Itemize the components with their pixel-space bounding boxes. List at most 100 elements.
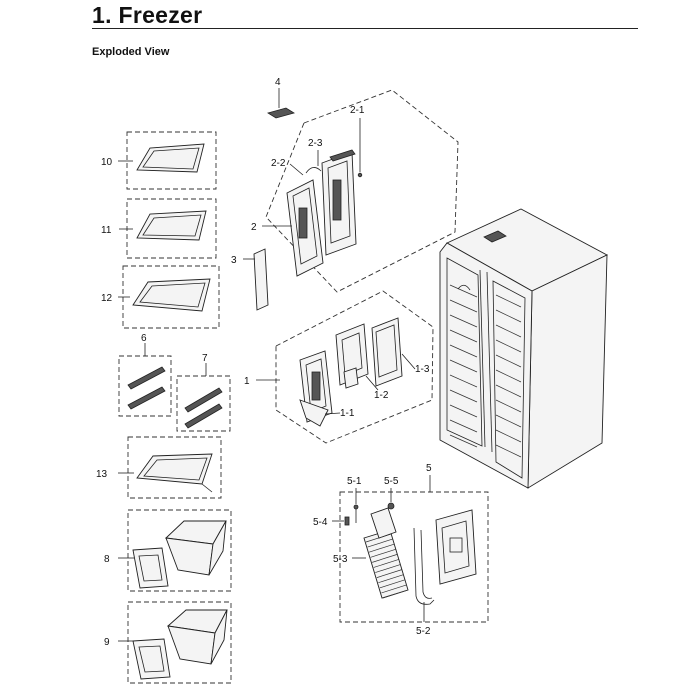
cabinet-shelf-rail (495, 414, 522, 428)
cabinet-shelf-rail (495, 354, 522, 368)
callout-4: 4 (275, 77, 281, 88)
callout-6: 6 (141, 333, 147, 344)
evaporator-fin (379, 579, 406, 589)
bin-9-front (132, 638, 171, 680)
part-5-2-tube (413, 527, 435, 605)
callout-5-2: 5-2 (416, 626, 431, 637)
part-2-box (265, 89, 459, 293)
rail-6-upper (127, 366, 166, 390)
callout-13: 13 (96, 469, 108, 480)
bin-9-body (167, 625, 216, 665)
cabinet-front (439, 242, 533, 489)
callout-1: 1 (244, 376, 250, 387)
cabinet-shelf-rail (449, 329, 478, 343)
callout-1-1: 1-1 (340, 408, 355, 419)
diagram-subtitle: Exploded View (92, 46, 170, 58)
callout-10: 10 (101, 157, 113, 168)
cabinet-shelf-rail (449, 374, 478, 388)
cabinet-shelf-rail (495, 429, 522, 443)
evaporator-fin (368, 543, 395, 553)
callout-12: 12 (101, 293, 113, 304)
cabinet-shelf-rail (495, 339, 522, 353)
evaporator-fin (372, 554, 398, 563)
cabinet-shelf-rail (495, 444, 522, 458)
title-rule (92, 28, 638, 29)
page-title: 1. Freezer (92, 2, 203, 28)
shelf-10-box (126, 131, 217, 190)
rails-7-box (176, 375, 231, 432)
callout-2-1: 2-1 (350, 105, 365, 116)
rail-7-lower (184, 403, 223, 429)
shelf-10-group: 10 (101, 131, 217, 190)
callout-11: 11 (101, 225, 112, 236)
callout-1-2: 1-2 (374, 390, 389, 401)
callout-3: 3 (231, 255, 237, 266)
cabinet-shelf-rail (449, 344, 478, 358)
bin-8-body (165, 537, 214, 576)
rails-6-group: 6 (118, 333, 172, 417)
shelf-13-group: 13 (96, 436, 222, 499)
callout-5: 5 (426, 463, 432, 474)
bin-9-box (127, 601, 232, 684)
part-5-group: 5 5-2 5-1 5-5 5-4 5-3 (313, 463, 489, 637)
callout-5-5: 5-5 (384, 476, 399, 487)
callout-9: 9 (104, 637, 110, 648)
callout-8: 8 (104, 554, 110, 565)
cabinet-shelf-rail (495, 324, 522, 338)
part-3-strip (253, 248, 269, 311)
callout-5-1: 5-1 (347, 476, 362, 487)
evaporator-fin (382, 589, 409, 599)
evaporator-fin (367, 538, 393, 548)
part-1-3-panel (371, 317, 403, 387)
cabinet-shelf-rail (449, 299, 478, 313)
cabinet-side (527, 254, 608, 489)
callout-2-3: 2-3 (308, 138, 323, 149)
callout-7: 7 (202, 353, 208, 364)
callout-5-3: 5-3 (333, 554, 348, 565)
shelf-11-box (126, 198, 217, 259)
part-1-group: 1 1-3 1-2 1-1 (244, 290, 434, 444)
cabinet-shelf-rail (449, 359, 478, 373)
part-5-5-sensor (387, 502, 395, 510)
part-4-bracket (267, 107, 295, 119)
cabinet-shelf-rail (495, 294, 522, 308)
evaporator-fin (375, 564, 401, 573)
bin-9-group: 9 (104, 601, 232, 684)
part-5-cover (435, 509, 477, 585)
cabinet-shelf-rail (449, 284, 478, 298)
cabinet-shelf-rail (495, 309, 522, 323)
evaporator-fin (381, 584, 407, 594)
part-4-group: 4 (267, 77, 295, 119)
refrigerator-cabinet (439, 208, 608, 489)
rails-7-group: 7 (176, 353, 231, 432)
cabinet-shelf-rail (495, 399, 522, 413)
bin-8-group: 8 (104, 509, 232, 592)
part-5-box (339, 491, 489, 623)
shelf-12-group: 12 (101, 265, 220, 329)
evaporator-fin (370, 548, 396, 558)
cabinet-shelf-rail (495, 384, 522, 398)
cabinet-shelf-rail (449, 419, 478, 433)
evaporator-fin (378, 574, 404, 584)
callout-2-2: 2-2 (271, 158, 286, 169)
cabinet-shelf-rail (449, 389, 478, 403)
part-2-group: 2-1 2-3 2-2 2 (251, 89, 459, 293)
evaporator-fin (373, 559, 399, 568)
cabinet-shelf-rail (449, 314, 478, 328)
rail-7-upper (184, 387, 223, 413)
freezer-compartment (446, 257, 483, 447)
callout-2: 2 (251, 222, 257, 233)
cabinet-shelf-rail (449, 434, 478, 448)
part-5-4-clip (344, 516, 350, 526)
callout-5-4: 5-4 (313, 517, 328, 528)
evaporator-fin (376, 569, 402, 578)
part-3-group: 3 (231, 248, 269, 311)
rails-6-box (118, 355, 172, 417)
bin-8-front (132, 547, 169, 589)
cabinet-shelf-rail (495, 369, 522, 383)
part-2-1-fin (329, 149, 356, 162)
cabinet-shelf-rail (449, 404, 478, 418)
shelf-11-group: 11 (101, 198, 217, 259)
fridge-compartment (492, 280, 526, 479)
